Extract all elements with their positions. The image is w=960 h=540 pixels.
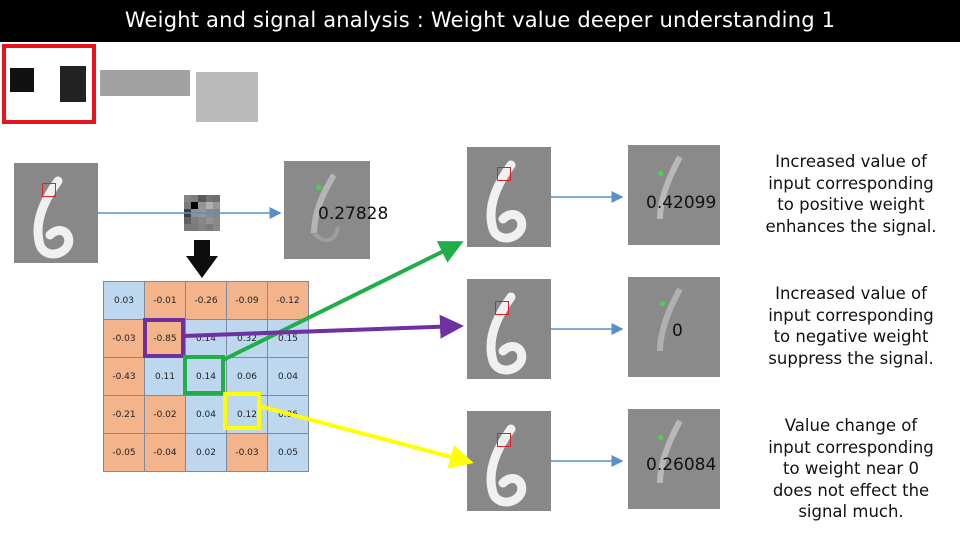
output-positive-image	[628, 145, 720, 245]
negative-output-value: 0	[672, 321, 683, 341]
kernel-pixel	[198, 195, 206, 203]
kernel-pixel	[198, 209, 206, 217]
kernel-pixel	[212, 223, 220, 231]
weight-cell: -0.85	[144, 319, 186, 358]
kernel-pixel	[191, 209, 199, 217]
kernel-pixel	[212, 202, 220, 210]
kernel-pixel	[212, 195, 220, 203]
weight-cell: 0.03	[103, 281, 145, 320]
positive-weight-note: Increased value of input corresponding t…	[765, 152, 937, 236]
slide-title: Weight and signal analysis : Weight valu…	[124, 8, 836, 32]
kernel-pixel	[205, 209, 213, 217]
kernel-pixel	[205, 223, 213, 231]
kernel-pixel	[184, 216, 192, 224]
weight-cell: 0.06	[267, 395, 309, 434]
weight-cell: 0.15	[267, 319, 309, 358]
weight-cell: 0.06	[226, 357, 268, 396]
output-activation-dot	[316, 185, 321, 190]
kernel-pixel	[191, 216, 199, 224]
receptive-field-box	[42, 183, 56, 197]
input-image-mini	[10, 68, 34, 92]
weight-cell: -0.26	[185, 281, 227, 320]
weight-cell: 0.14	[185, 319, 227, 358]
kernel-pixel	[205, 195, 213, 203]
output-activation-dot	[658, 435, 663, 440]
weight-cell: 0.04	[267, 357, 309, 396]
weight-cell: -0.09	[226, 281, 268, 320]
weight-cell: -0.05	[103, 433, 145, 472]
output-near-zero-image	[628, 409, 720, 509]
receptive-field-box	[497, 167, 511, 181]
kernel-pixel	[184, 195, 192, 203]
positive-output-value: 0.42099	[646, 193, 717, 213]
output-activation-dot	[658, 171, 663, 176]
weight-row: 0.03-0.01-0.26-0.09-0.12	[103, 281, 309, 320]
weight-cell: -0.21	[103, 395, 145, 434]
kernel-pixel	[205, 216, 213, 224]
negative-weight-note: Increased value of input corresponding t…	[768, 284, 934, 368]
receptive-field-box	[495, 301, 509, 315]
weight-cell: -0.02	[144, 395, 186, 434]
kernel-pixel	[212, 209, 220, 217]
output-activation-dot	[660, 301, 665, 306]
kernel-pixel	[198, 223, 206, 231]
down-arrow-icon	[186, 240, 218, 278]
weight-cell: 0.04	[185, 395, 227, 434]
pipeline-mini-2	[196, 72, 258, 122]
kernel-pixel	[191, 202, 199, 210]
output-negative-image	[628, 277, 720, 377]
digit-positive	[467, 147, 551, 247]
weight-cell: -0.01	[144, 281, 186, 320]
digit-negative	[467, 279, 551, 379]
kernel-pixel	[191, 195, 199, 203]
weight-cell: 0.14	[185, 357, 227, 396]
weight-cell: -0.12	[267, 281, 309, 320]
feature-maps-mini	[60, 66, 86, 102]
weight-cell: 0.12	[226, 395, 268, 434]
kernel-pixel	[198, 202, 206, 210]
near-zero-weight-note: Value change of input corresponding to w…	[768, 416, 934, 521]
weight-cell: 0.32	[226, 319, 268, 358]
pipeline-mini	[100, 70, 190, 96]
kernel-pixel	[184, 223, 192, 231]
weight-cell: 0.11	[144, 357, 186, 396]
weight-cell: 0.02	[185, 433, 227, 472]
near-zero-output-value: 0.26084	[646, 455, 717, 475]
kernel-image	[184, 195, 220, 231]
weight-cell: -0.43	[103, 357, 145, 396]
receptive-field-box	[497, 433, 511, 447]
weight-cell: -0.04	[144, 433, 186, 472]
input-digit-image	[14, 163, 98, 263]
weight-cell: 0.05	[267, 433, 309, 472]
conv-output-value: 0.27828	[318, 204, 389, 224]
weight-cell: -0.03	[103, 319, 145, 358]
kernel-pixel	[191, 223, 199, 231]
title-bar	[0, 0, 960, 42]
weight-cell: -0.03	[226, 433, 268, 472]
kernel-pixel	[184, 209, 192, 217]
network-thumbnail	[2, 44, 96, 124]
kernel-pixel	[184, 202, 192, 210]
digit-near-zero	[467, 411, 551, 511]
kernel-pixel	[198, 216, 206, 224]
kernel-pixel	[212, 216, 220, 224]
kernel-pixel	[205, 202, 213, 210]
